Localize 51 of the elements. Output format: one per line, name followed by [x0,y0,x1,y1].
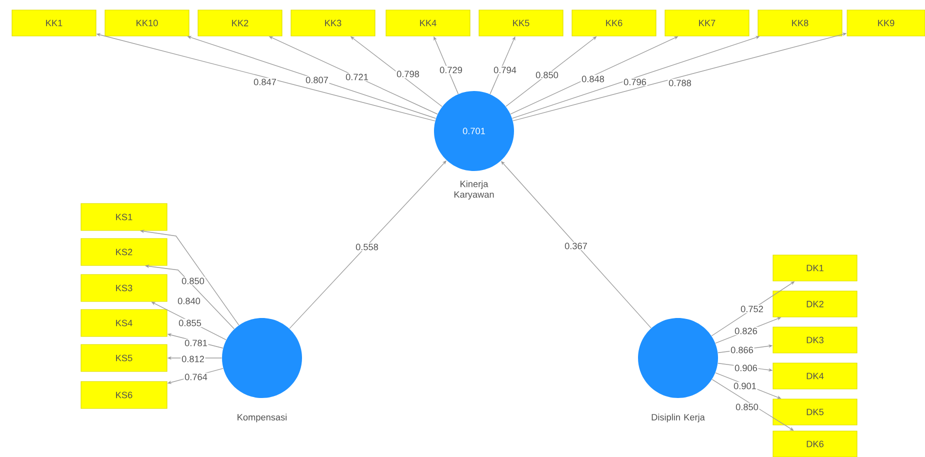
edge-label: 0.729 [438,66,464,74]
edge-label: 0.796 [622,78,648,86]
edge-label: 0.906 [734,364,758,372]
edge-label: 0.848 [580,74,606,84]
edge-label: 0.850 [534,70,560,80]
indicator-box: KK2 [198,10,282,36]
indicator-box: DK4 [772,362,858,390]
indicator-box: DK2 [772,290,858,318]
indicator-box: KK4 [386,10,470,36]
edge-label: 0.367 [564,242,588,250]
edge-label: 0.764 [184,372,208,382]
edge-label: 0.798 [396,70,420,78]
indicator-box: DK1 [772,254,858,282]
indicator-box: KS4 [80,309,168,337]
edge-label: 0.850 [734,402,760,412]
edge-label: 0.788 [668,78,692,88]
indicator-box: KK9 [846,10,925,36]
edge-label: 0.847 [252,78,278,86]
indicator-box: KS1 [80,203,168,231]
construct-circle [638,318,718,398]
indicator-box: KK1 [12,10,96,36]
indicator-box: KS2 [80,238,168,266]
indicator-box: KS6 [80,381,168,409]
indicator-box: KK6 [572,10,656,36]
indicator-box: DK5 [772,398,858,426]
indicator-box: DK3 [772,326,858,354]
edge-label: 0.721 [344,72,370,82]
edge-label: 0.807 [304,76,330,84]
indicator-box: KK3 [290,10,376,36]
indicator-box: KK8 [758,10,842,36]
edge-label: 0.826 [734,326,758,336]
construct-circle [222,318,302,398]
indicator-box: KS3 [80,274,168,302]
edge-label: 0.781 [184,338,208,348]
construct-name: Kompensasi [238,414,287,422]
construct-name: Kinerja Karyawan [454,180,494,200]
construct-name: Disiplin Kerja [652,414,705,422]
edge-label: 0.752 [740,304,764,314]
edge-label: 0.901 [732,382,758,390]
edge-label: 0.855 [178,318,202,328]
edge-label: 0.840 [176,296,202,306]
edge-label: 0.794 [492,66,518,74]
indicator-box: KS5 [80,344,168,372]
indicator-box: KK5 [478,10,564,36]
edge-label: 0.866 [730,346,754,354]
indicator-box: KK10 [104,10,190,36]
edge-label: 0.850 [180,276,206,286]
edge-label: 0.558 [354,242,380,252]
indicator-box: DK6 [772,430,858,457]
edge-label: 0.812 [180,354,206,364]
indicator-box: KK7 [664,10,750,36]
